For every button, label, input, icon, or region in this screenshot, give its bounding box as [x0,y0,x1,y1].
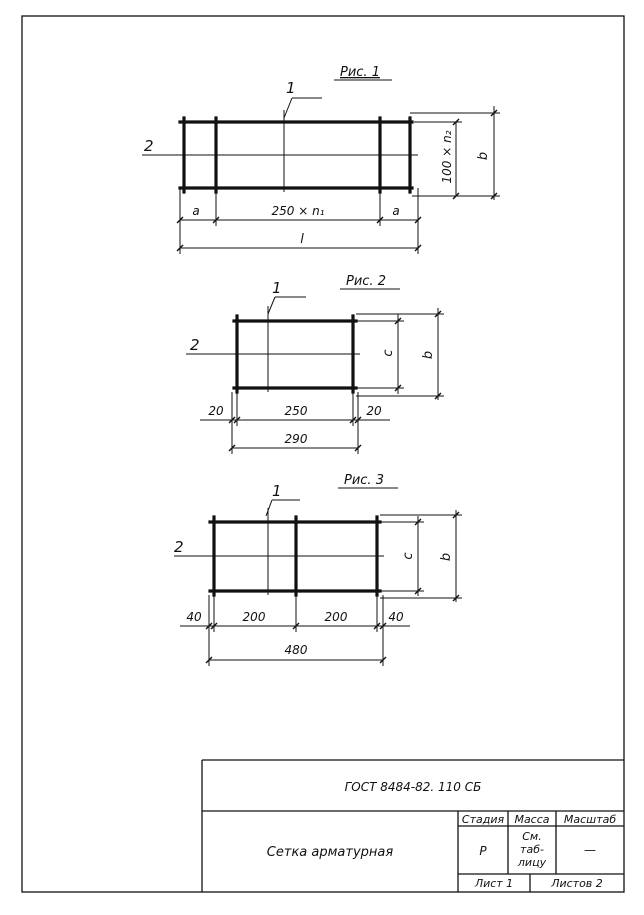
leader-1-line [265,499,273,517]
stage-value: Р [479,844,487,858]
header-mass: Масса [514,813,549,826]
dim-total: l [300,232,304,247]
leader-2-label: 2 [144,137,154,155]
document-code: ГОСТ 8484-82. 110 СБ [345,780,482,794]
dim-middle: 250 × n₁ [271,204,324,218]
dim-total: 480 [285,643,308,657]
dim-left: 40 [186,610,202,624]
dim-side-b: b [421,351,436,359]
leader-1-label: 1 [272,482,282,500]
dim-total: 290 [285,432,308,446]
dim-a-right: a [392,204,399,218]
document-name: Сетка арматурная [267,845,394,860]
sheet-frame [21,15,625,893]
figure-1: Рис. 1 1 2 a 250 × n₁ a [142,65,500,254]
figure-2: Рис. 2 1 2 20 250 20 290 [186,274,444,454]
figure-1-caption: Рис. 1 [340,65,380,80]
dim-right: 40 [388,610,404,624]
sheet-number: Лист 1 [474,877,513,890]
figure-2-mesh [226,306,360,394]
figure-3-caption: Рис. 3 [344,473,384,488]
dim-middle-2: 200 [325,610,348,624]
mass-line-2: таб- [520,843,544,856]
header-scale: Масштаб [564,813,616,826]
dim-middle: 250 [285,404,308,418]
leader-1-label: 1 [272,279,282,297]
dim-side-step: 100 × n₂ [440,130,454,183]
title-block: ГОСТ 8484-82. 110 СБ Сетка арматурная Ст… [201,759,624,892]
dim-side-c: c [401,552,416,559]
mass-line-3: лицу [517,856,547,869]
dim-side-b: b [439,553,454,561]
dim-left: 20 [208,404,224,418]
figure-3: Рис. 3 1 2 40 200 200 40 [174,473,462,666]
figure-3-mesh [174,508,384,597]
leader-2-label: 2 [174,538,184,556]
dim-right: 20 [366,404,382,418]
dim-middle-1: 200 [243,610,266,624]
header-stage: Стадия [462,813,505,826]
dim-side-b: b [476,152,491,160]
figure-1-mesh [170,110,418,194]
leader-2-label: 2 [190,336,200,354]
dim-side-c: c [381,349,396,356]
dim-a-left: a [192,204,199,218]
scale-value: — [584,843,596,857]
leader-1-line [267,296,276,315]
figure-2-caption: Рис. 2 [346,274,386,289]
sheet-count: Листов 2 [550,877,603,890]
leader-1-line [283,97,293,119]
mass-line-1: См. [522,830,541,843]
leader-1-label: 1 [286,79,296,97]
